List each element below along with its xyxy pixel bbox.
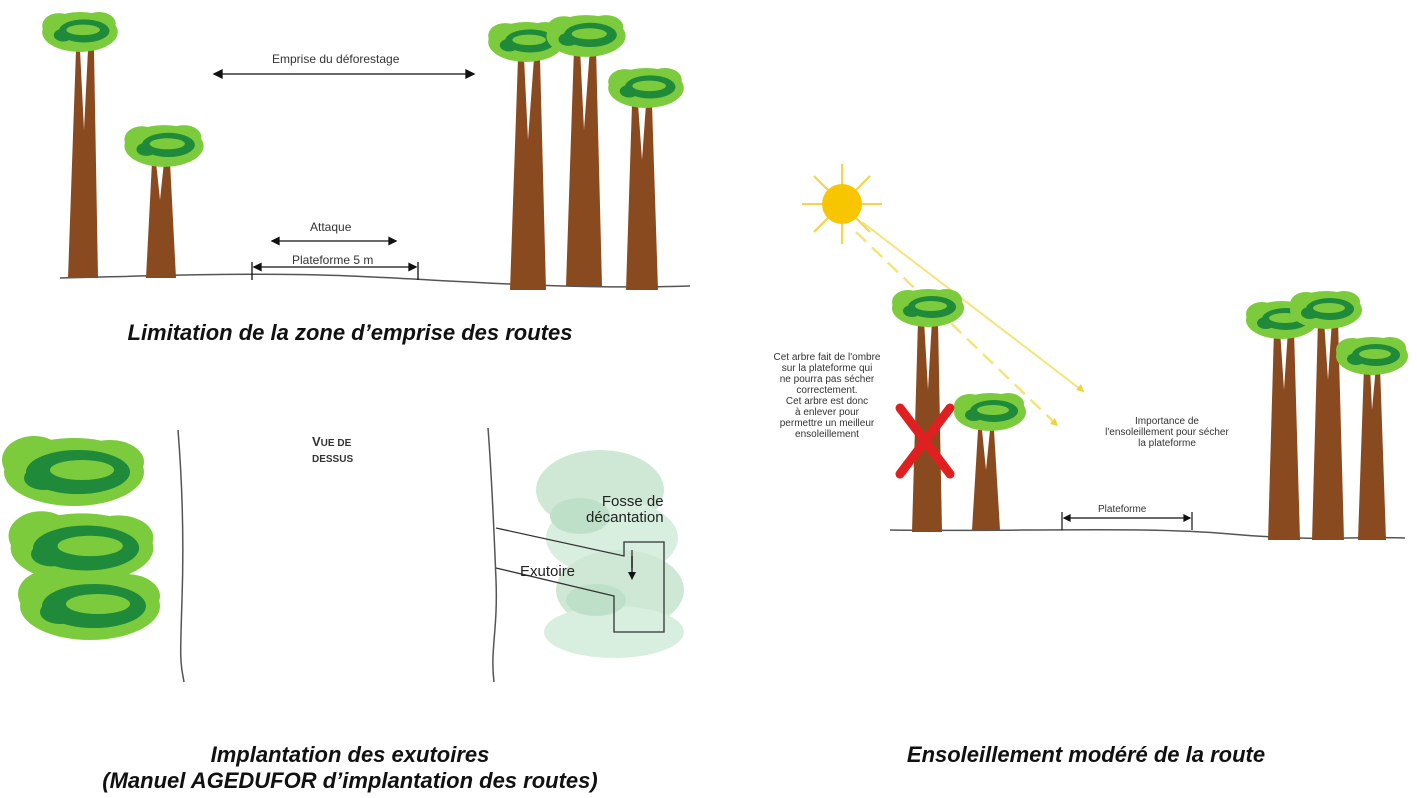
top-view-label: VUE DE DESSUS xyxy=(312,434,353,468)
settling-pit-label: Fosse de décantation xyxy=(586,494,664,526)
caption-outlets-line2: (Manuel AGEDUFOR d’implantation des rout… xyxy=(102,768,598,793)
outlet-label: Exutoire xyxy=(520,563,576,580)
road-clearing-drawing xyxy=(42,12,691,290)
sun-note-line: l'ensoleillement pour sécher xyxy=(1105,427,1229,438)
road-clearing-diagram: Emprise du déforestage Attaque Plateform… xyxy=(0,0,700,300)
settling-pit-line2: décantation xyxy=(586,509,664,526)
shade-note-line: ne pourra pas sécher xyxy=(779,374,875,385)
outlet-diagram: VUE DE DESSUS Fosse de décantation Exuto… xyxy=(0,420,710,690)
attaque-label: Attaque xyxy=(310,220,352,234)
caption-sunlight: Ensoleillement modéré de la route xyxy=(906,742,1266,767)
shade-note: Cet arbre fait de l'ombre sur la platefo… xyxy=(760,352,894,440)
top-view-initial: V xyxy=(312,434,321,449)
sun-note-line: Importance de xyxy=(1135,416,1199,427)
shade-note-line: Cet arbre est donc xyxy=(785,396,869,407)
sun-note-line: la plateforme xyxy=(1138,438,1196,449)
sunlight-diagram: Cet arbre fait de l'ombre sur la platefo… xyxy=(760,140,1412,560)
caption-road-clearing: Limitation de la zone d’emprise des rout… xyxy=(127,320,573,345)
shade-note-line: permettre un meilleur xyxy=(779,418,875,429)
plateforme-label: Plateforme 5 m xyxy=(292,253,374,267)
remove-tree-cross-icon xyxy=(895,403,955,479)
top-view-line2: DESSUS xyxy=(312,454,354,465)
shade-note-line: sur la plateforme qui xyxy=(781,363,873,374)
caption-outlets: Implantation des exutoires (Manuel AGEDU… xyxy=(0,742,700,794)
top-view-line1: UE DE xyxy=(320,438,352,449)
shade-note-line: correctement. xyxy=(796,385,858,396)
sun-note: Importance de l'ensoleillement pour séch… xyxy=(1092,416,1242,449)
caption-outlets-line1: Implantation des exutoires xyxy=(210,742,490,767)
sun-icon xyxy=(822,184,862,224)
settling-pit-line1: Fosse de xyxy=(601,493,664,510)
shade-note-line: ensoleillement xyxy=(795,429,859,440)
shade-note-line: à enlever pour xyxy=(795,407,859,418)
outlet-drawing xyxy=(2,427,684,683)
sunlight-drawing xyxy=(802,164,1408,540)
plateforme-small-label: Plateforme xyxy=(1098,504,1147,515)
shade-note-line: Cet arbre fait de l'ombre xyxy=(773,352,881,363)
emprise-label: Emprise du déforestage xyxy=(272,52,400,66)
